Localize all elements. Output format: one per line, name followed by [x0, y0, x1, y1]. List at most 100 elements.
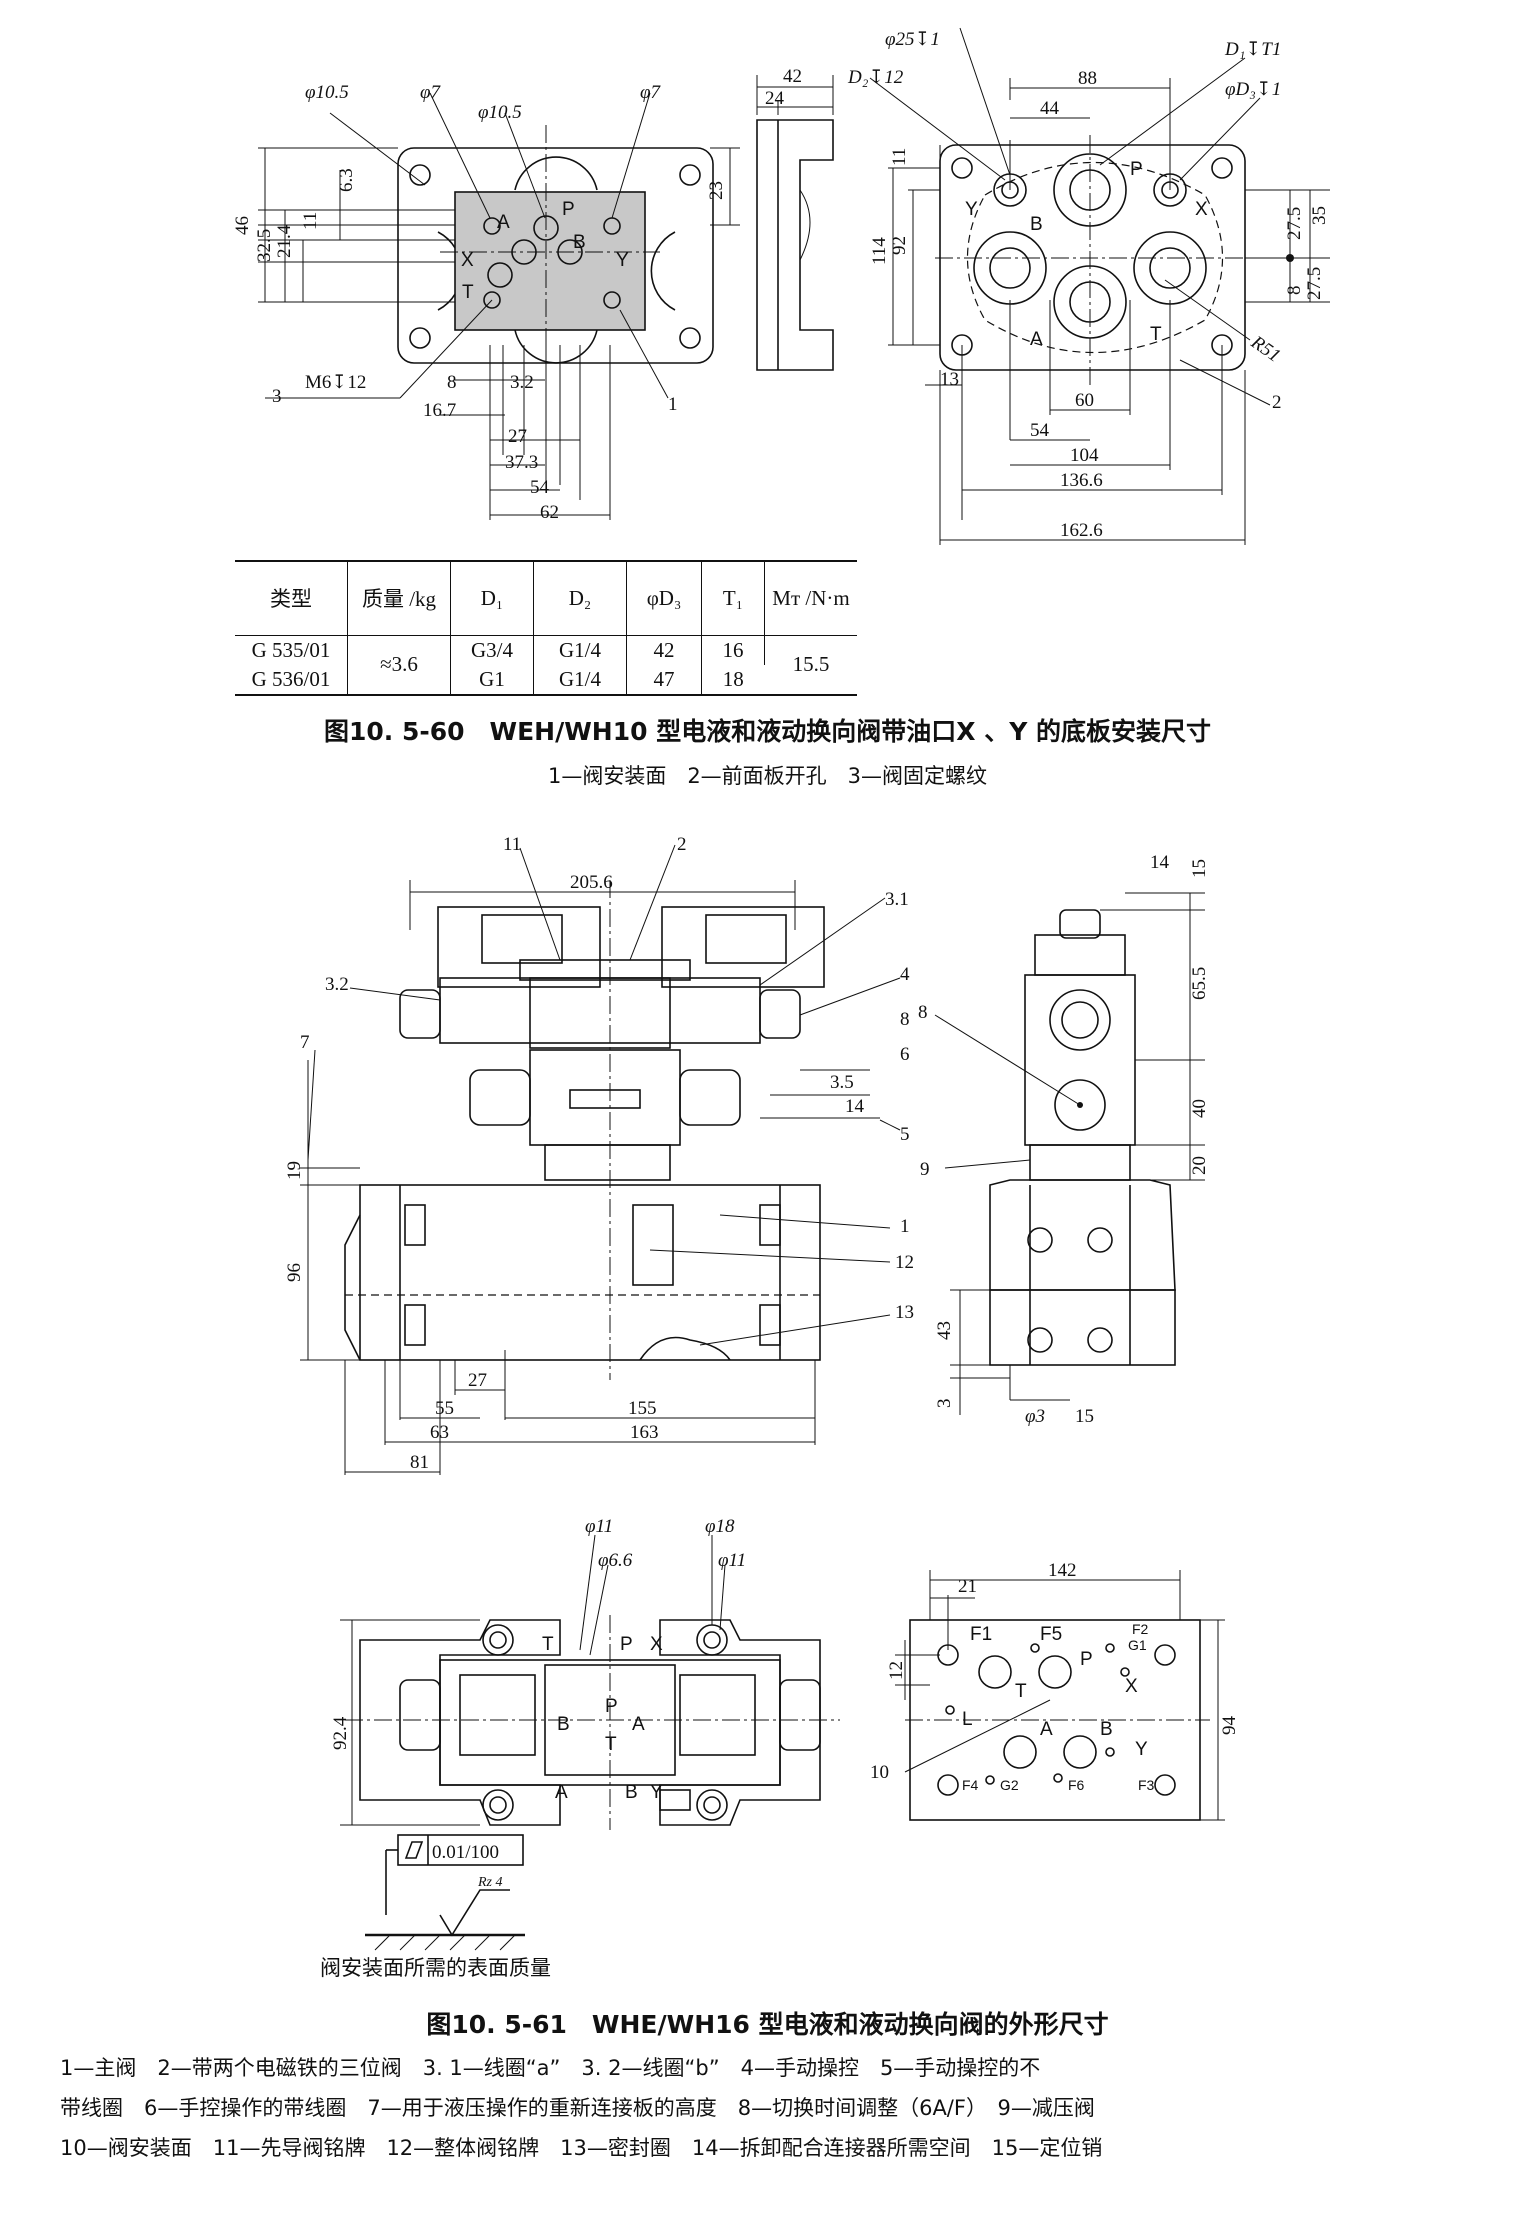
fig61-legend-line-2: 带线圈 6—手控操作的带线圈 7—用于液压操作的重新连接板的高度 8—切换时间调… [60, 2096, 1095, 2120]
dim-205-6: 205.6 [570, 872, 613, 893]
dim-11-r: 11 [889, 148, 910, 166]
dim-phi25: φ25↧1 [885, 29, 940, 50]
dim-13: 13 [940, 369, 959, 390]
dim-60: 60 [1075, 390, 1094, 411]
callout-11: 11 [503, 834, 521, 855]
dim-6-3: 6.3 [336, 168, 357, 192]
valve-side-view: 14 15 65.5 40 20 9 43 3 φ3 15 8 [918, 852, 1210, 1427]
dim-phi11-b: φ11 [718, 1550, 746, 1571]
dim-114: 114 [869, 237, 890, 265]
callout-15: 15 [1075, 1406, 1094, 1427]
dim-d3: φD₃↧1 [1225, 79, 1281, 100]
cell-d2: G1/4 [533, 635, 627, 665]
callout-13: 13 [895, 1302, 914, 1323]
callout-4: 4 [900, 964, 910, 985]
dim-46: 46 [232, 216, 253, 235]
table-row: G 535/01 ≈3.6 G3/4 G1/4 42 16 15.5 [235, 635, 857, 695]
port-b-r: B [1030, 214, 1043, 235]
dim-3-s: 3 [934, 1399, 955, 1409]
dim-left-phi10-5: φ10.5 [305, 82, 349, 103]
top-port-t-inner: T [605, 1734, 617, 1755]
top-port-b: B [557, 1714, 570, 1735]
dim-37-3: 37.3 [505, 452, 538, 473]
dim-m6-thread: M6↧12 [305, 372, 366, 393]
callout-3-1: 3.1 [885, 889, 909, 910]
dim-155: 155 [628, 1398, 657, 1419]
dim-21: 21 [958, 1576, 977, 1597]
dim-phi11-a: φ11 [585, 1516, 613, 1537]
port-a-r: A [1030, 329, 1043, 350]
surf-f3: F3 [1138, 1777, 1155, 1793]
surface-note: 阀安装面所需的表面质量 [320, 1956, 551, 1980]
surf-f2: F2 [1132, 1621, 1149, 1637]
dim-phi3: φ3 [1025, 1406, 1045, 1427]
top-port-x: X [650, 1634, 663, 1655]
cell-d1: G3/4 [450, 635, 534, 665]
dim-19: 19 [284, 1161, 305, 1180]
callout-8: 8 [900, 1009, 910, 1030]
dim-27-5-b: 27.5 [1304, 267, 1325, 300]
callout-7: 7 [300, 1032, 310, 1053]
dim-left-phi10-5-b: φ10.5 [478, 102, 522, 123]
surf-x: X [1125, 1676, 1138, 1697]
dim-left-phi7-a: φ7 [420, 82, 442, 103]
cell-mt: 15.5 [792, 652, 830, 677]
fig60-legend: 1—阀安装面 2—前面板开孔 3—阀固定螺纹 [547, 764, 988, 788]
flatness-tolerance: 0.01/100 [432, 1842, 499, 1863]
dim-23: 23 [706, 181, 727, 200]
cell-t1: 18 [722, 667, 744, 691]
dim-24: 24 [765, 88, 785, 109]
dim-left-phi7-b: φ7 [640, 82, 662, 103]
dim-15-s: 15 [1189, 859, 1210, 878]
dim-63: 63 [430, 1422, 449, 1443]
callout-14: 14 [1150, 852, 1170, 873]
th-mass: 质量 /kg [347, 561, 451, 635]
fig61-legend-line-3: 10—阀安装面 11—先导阀铭牌 12—整体阀铭牌 13—密封圈 14—拆卸配合… [60, 2136, 1103, 2160]
dim-54: 54 [530, 477, 550, 498]
dim-142: 142 [1048, 1560, 1077, 1581]
dim-40: 40 [1189, 1099, 1210, 1118]
th-d1: D₁ [450, 561, 534, 635]
cell-type: G 535/01 [235, 635, 348, 665]
cell-d1: G1 [450, 665, 534, 695]
port-p-r: P [1130, 159, 1143, 180]
subplate-side-view: 42 24 [756, 66, 834, 371]
dim-94: 94 [1219, 1716, 1240, 1736]
callout-3: 3 [272, 386, 282, 407]
fig60-caption: 图10. 5-60 WEH/WH10 型电液和液动换向阀带油口X 、Y 的底板安… [323, 717, 1212, 746]
dim-32-5: 32.5 [254, 229, 275, 262]
surf-f4: F4 [962, 1777, 979, 1793]
dim-14: 14 [845, 1096, 865, 1117]
cell-t1: 16 [701, 635, 765, 665]
th-t1: T₁ [701, 561, 765, 635]
surface-quality-symbol: 0.01/100 Rz 4 [365, 1834, 525, 1951]
mounting-surface-view: 142 21 12 94 10 F1 F5 F2 G1 P X T L A B … [870, 1560, 1240, 1821]
dim-16-7: 16.7 [423, 400, 456, 421]
top-port-y-bottom: Y [650, 1782, 663, 1803]
dim-92: 92 [889, 236, 910, 255]
callout-1: 1 [668, 394, 678, 415]
surf-t: T [1015, 1681, 1027, 1702]
dim-12: 12 [886, 1661, 907, 1680]
port-x-r: X [1195, 199, 1208, 220]
surf-a: A [1040, 1719, 1053, 1740]
surf-g2: G2 [1000, 1777, 1019, 1793]
surf-g1: G1 [1128, 1637, 1147, 1653]
valve-front-view: 205.6 11 2 3.1 3.2 4 7 8 6 3.5 14 5 19 9… [284, 834, 914, 1475]
dim-27-5-a: 27.5 [1284, 207, 1305, 240]
dim-62: 62 [540, 502, 559, 523]
port-t-r: T [1150, 324, 1162, 345]
spec-table: 类型 质量 /kg D₁ D₂ φD₃ T₁ Mᴛ /N·m G 535/01 … [235, 560, 857, 696]
surf-p: P [1080, 1649, 1093, 1670]
dim-27-f: 27 [468, 1370, 487, 1391]
callout-5: 5 [900, 1124, 910, 1145]
cell-d3: 47 [626, 665, 702, 695]
port-p: P [562, 199, 575, 220]
dim-162-6: 162.6 [1060, 520, 1103, 541]
dim-20: 20 [1189, 1156, 1210, 1175]
fig61-legend-line-1: 1—主阀 2—带两个电磁铁的三位阀 3. 1—线圈“a” 3. 2—线圈“b” … [60, 2056, 1041, 2080]
dim-27: 27 [508, 426, 527, 447]
roughness-value: Rz 4 [477, 1875, 503, 1890]
surf-b: B [1100, 1719, 1113, 1740]
